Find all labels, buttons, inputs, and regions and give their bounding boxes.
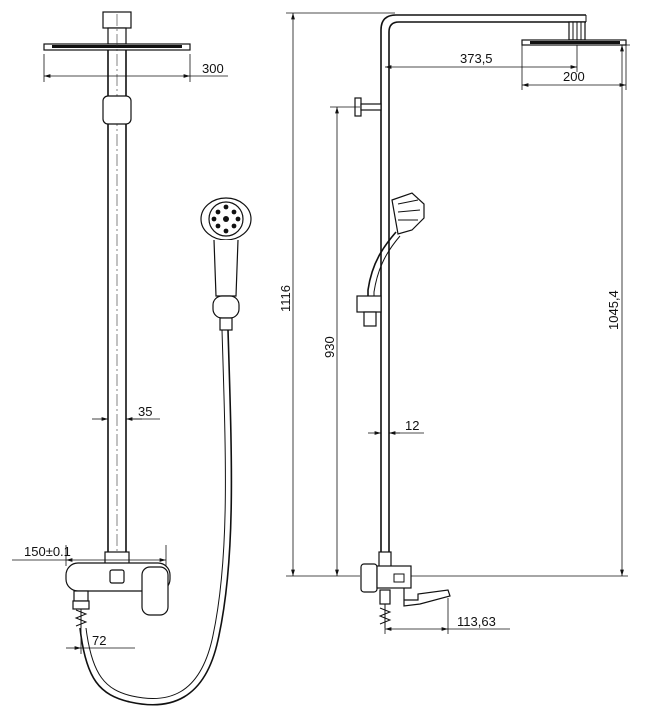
dimension-label-inlet-spacing: 72 (92, 633, 106, 648)
dimension-label-head-height: 1045,4 (606, 290, 621, 330)
dimension-label-pipe-diameter: 35 (138, 404, 152, 419)
riser-bracket (330, 97, 382, 117)
dimension-holder-height: 930 (322, 107, 339, 576)
shower-hose (79, 329, 233, 706)
dimension-label-head-diameter: 200 (563, 69, 585, 84)
hand-shower (200, 197, 252, 331)
dimension-label-spout-projection: 113,63 (457, 614, 496, 629)
dimension-mixer-spacing: 150±0.1 (12, 544, 167, 566)
dimension-head-height: 1045,4 (606, 44, 630, 576)
dimension-label-holder-height: 930 (322, 336, 337, 358)
dimension-label-head-width: 300 (202, 61, 224, 76)
dimension-total-height: 1116 (278, 13, 295, 576)
dimension-pipe-diameter: 35 (92, 404, 160, 421)
hand-shower-side (356, 192, 425, 327)
dimension-spout-projection: 113,63 (384, 598, 510, 634)
shower-pipe (102, 14, 132, 565)
dimension-label-arm-projection: 373,5 (460, 51, 493, 66)
dimension-label-total-height: 1116 (278, 285, 293, 312)
dimension-head-diameter: 200 (521, 45, 627, 90)
mixer-valve (65, 562, 171, 628)
front-view: 300 35 150±0.1 (12, 11, 252, 706)
dimension-label-mixer-spacing: 150±0.1 (24, 544, 71, 559)
dimension-tube-width: 12 (368, 418, 424, 435)
dimension-head-width: 300 (43, 54, 228, 82)
mixer-valve-side (360, 551, 451, 628)
dimension-inlet-spacing: 72 (66, 628, 135, 654)
dimension-label-tube-width: 12 (405, 418, 419, 433)
rain-shower-head-side (521, 21, 627, 46)
shower-riser (380, 14, 587, 558)
dimension-arm-projection: 373,5 (385, 45, 578, 72)
side-view: 1116 373,5 200 (278, 12, 630, 634)
